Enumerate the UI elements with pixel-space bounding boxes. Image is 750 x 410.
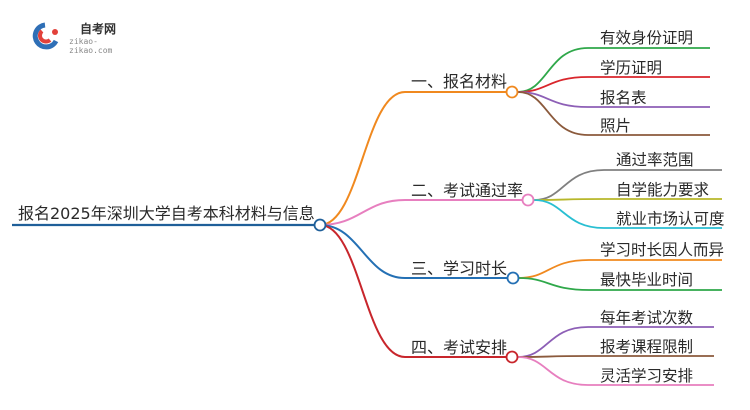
leaf-connector-0-0 xyxy=(517,47,710,93)
leaf-label-pass-range: 通过率范围 xyxy=(616,151,694,169)
leaf-connector-0-3 xyxy=(517,91,710,136)
branch-node-1 xyxy=(521,193,535,207)
leaf-connector-1-1 xyxy=(533,198,722,201)
leaf-connector-2-1 xyxy=(518,277,722,291)
leaf-label-id-proof: 有效身份证明 xyxy=(600,29,694,47)
leaf-label-application-form: 报名表 xyxy=(600,89,647,107)
leaf-label-fastest-grad: 最快毕业时间 xyxy=(600,271,694,289)
branch-label-duration: 三、学习时长 xyxy=(411,259,508,278)
leaf-label-course-limit: 报考课程限制 xyxy=(600,338,694,356)
branch-connector-1 xyxy=(319,199,522,226)
leaf-connector-1-0 xyxy=(533,169,722,201)
branch-connector-0 xyxy=(319,91,506,226)
root-node-label: 报名2025年深圳大学自考本科材料与信息 xyxy=(18,204,315,223)
leaf-label-job-market: 就业市场认可度 xyxy=(616,210,725,228)
leaf-connector-0-2 xyxy=(517,91,710,108)
branch-label-pass-rate: 二、考试通过率 xyxy=(411,181,524,200)
leaf-label-degree-proof: 学历证明 xyxy=(600,59,663,77)
leaf-connector-3-0 xyxy=(517,326,714,358)
branch-node-0 xyxy=(505,85,519,99)
leaf-connector-1-2 xyxy=(533,199,722,229)
root-node xyxy=(313,218,327,232)
logo-title: 自考网 xyxy=(80,22,117,36)
branch-connector-3 xyxy=(319,224,506,358)
leaf-connector-0-1 xyxy=(517,76,710,93)
branch-label-materials: 一、报名材料 xyxy=(411,72,508,91)
leaf-label-flexible: 灵活学习安排 xyxy=(600,367,694,385)
branch-connector-2 xyxy=(319,224,507,279)
leaf-connector-2-0 xyxy=(518,259,722,279)
leaf-label-exam-count: 每年考试次数 xyxy=(600,309,694,327)
leaf-connector-3-2 xyxy=(517,356,714,386)
branch-node-3 xyxy=(505,350,519,364)
branch-node-2 xyxy=(506,271,520,285)
leaf-label-photo: 照片 xyxy=(600,117,632,135)
site-logo: 自考网 zikao-zikao.com xyxy=(28,20,138,55)
leaf-connector-3-1 xyxy=(517,355,714,358)
branch-label-schedule: 四、考试安排 xyxy=(411,338,508,357)
zikao-logo-icon xyxy=(32,22,59,50)
logo-subtitle: zikao-zikao.com xyxy=(69,37,113,55)
leaf-label-duration-varies: 学习时长因人而异 xyxy=(600,241,725,259)
leaf-label-self-study: 自学能力要求 xyxy=(616,181,710,199)
